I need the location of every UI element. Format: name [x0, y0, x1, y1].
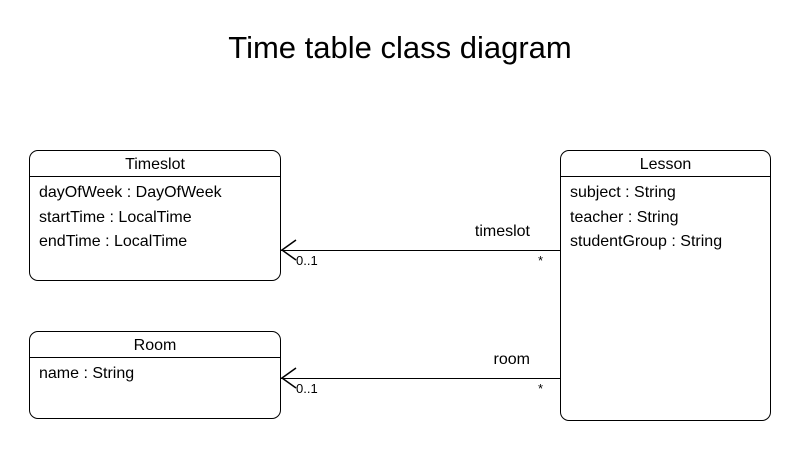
open-arrowhead-icon — [280, 239, 297, 261]
class-name-lesson: Lesson — [561, 151, 770, 177]
multiplicity-room-target: 0..1 — [296, 381, 318, 396]
attribute-list-lesson: subject : String teacher : String studen… — [561, 177, 770, 255]
multiplicity-timeslot-source: * — [538, 253, 544, 268]
association-line-room — [281, 378, 561, 379]
association-line-timeslot — [281, 250, 561, 251]
attribute-list-timeslot: dayOfWeek : DayOfWeek startTime : LocalT… — [30, 177, 280, 255]
attribute-row: endTime : LocalTime — [39, 233, 188, 250]
attribute-row: teacher : String — [570, 208, 679, 226]
attribute-list-room: name : String — [30, 358, 280, 387]
class-name-timeslot: Timeslot — [30, 151, 280, 177]
multiplicity-room-source: * — [538, 381, 544, 396]
association-label-room: room — [493, 351, 530, 368]
attribute-row: dayOfWeek : DayOfWeek — [39, 184, 222, 201]
attribute-row: startTime : LocalTime — [39, 208, 192, 226]
attribute-row: studentGroup : String — [570, 233, 723, 250]
association-label-timeslot: timeslot — [474, 223, 530, 240]
attribute-row: name : String — [39, 365, 135, 382]
class-box-room[interactable]: Room name : String — [29, 331, 281, 419]
open-arrowhead-icon — [280, 367, 297, 389]
class-box-lesson[interactable]: Lesson subject : String teacher : String… — [560, 150, 771, 421]
attribute-row: subject : String — [570, 184, 676, 201]
multiplicity-timeslot-target: 0..1 — [296, 253, 318, 268]
class-box-timeslot[interactable]: Timeslot dayOfWeek : DayOfWeek startTime… — [29, 150, 281, 281]
class-name-room: Room — [30, 332, 280, 358]
page-title: Time table class diagram — [228, 30, 572, 65]
